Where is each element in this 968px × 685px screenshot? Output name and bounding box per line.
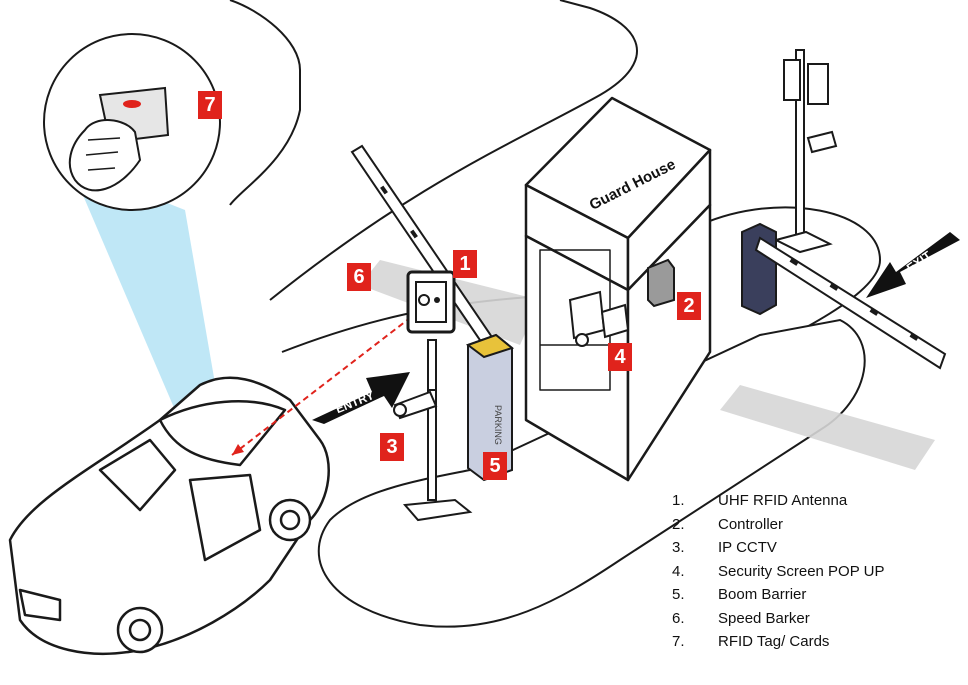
callout-6: 6	[347, 263, 371, 291]
rfid-read-line	[231, 317, 411, 456]
callout-2: 2	[677, 292, 701, 320]
entry-arrow-label: ENTRY	[333, 388, 376, 416]
callout-5: 5	[483, 452, 507, 480]
rfid-tag-magnifier	[43, 33, 221, 211]
legend-item: 3.IP CCTV	[672, 539, 777, 556]
legend-item: 6.Speed Barker	[672, 609, 810, 627]
security-screen	[568, 290, 630, 347]
barrier-text: PARKING	[493, 405, 503, 445]
callout-3: 3	[380, 433, 404, 461]
legend-item: 7.RFID Tag/ Cards	[672, 633, 830, 650]
legend: 1.UHF RFID Antenna 2.Controller 3.IP CCT…	[672, 489, 884, 654]
legend-item: 4.Security Screen POP UP	[672, 562, 885, 580]
controller-box	[647, 258, 675, 308]
legend-item: 1.UHF RFID Antenna	[672, 492, 848, 509]
uhf-rfid-antenna	[406, 270, 456, 334]
entry-pole	[402, 339, 473, 522]
entry-boom-barrier: PARKING	[465, 333, 515, 482]
legend-item: 5.Boom Barrier	[672, 586, 807, 603]
callout-4: 4	[608, 343, 632, 371]
callout-7: 7	[198, 91, 222, 119]
callout-1: 1	[453, 250, 477, 278]
ip-cctv-camera	[393, 339, 438, 420]
exit-pole	[773, 49, 838, 254]
entry-arrow: ENTRY	[312, 372, 410, 424]
legend-item: 2.Controller	[672, 515, 784, 533]
car	[8, 376, 330, 655]
exit-boom-barrier	[741, 222, 947, 370]
